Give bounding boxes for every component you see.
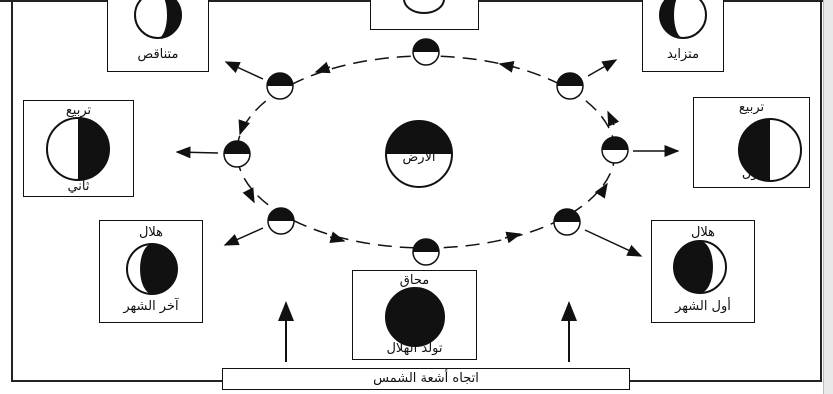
waning-label: متناقص xyxy=(137,47,179,62)
crescent-start-top-label: هلال xyxy=(690,225,716,240)
orbit-moon xyxy=(556,72,584,100)
orbit-moon xyxy=(266,72,294,100)
new-moon-top-label: محاق xyxy=(399,273,430,288)
phase-box-waxing-gibbous: متزايد xyxy=(642,0,724,72)
first-quarter-top-label: تربيع xyxy=(738,100,765,115)
phase-arrow xyxy=(175,146,219,159)
orbit-moon xyxy=(412,238,440,266)
orbit-arrow xyxy=(329,231,346,244)
orbit-arrow xyxy=(498,60,515,73)
waning-crescent-icon xyxy=(126,243,178,295)
full-moon-icon xyxy=(403,0,445,14)
crescent-end-bottom-label: آخر الشهر xyxy=(123,299,179,314)
orbit-arrow xyxy=(242,187,255,204)
orbit-moon xyxy=(412,38,440,66)
first-quarter-icon xyxy=(738,118,802,182)
earth xyxy=(385,120,453,188)
frame-bottom-left xyxy=(11,380,222,382)
waxing-label: متزايد xyxy=(666,47,700,62)
phase-arrow xyxy=(224,61,264,80)
waning-gibbous-icon xyxy=(134,0,182,39)
frame-right xyxy=(820,0,822,382)
phase-arrow xyxy=(587,59,618,77)
waxing-gibbous-icon xyxy=(659,0,707,39)
phase-box-waning-gibbous: متناقص xyxy=(107,0,209,72)
frame-bottom-right xyxy=(630,380,822,382)
phase-box-third-quarter: تربيع ثاني xyxy=(23,100,134,197)
phase-box-first-quarter: تربيع أول xyxy=(693,97,810,188)
orbit-moon xyxy=(601,136,629,164)
phase-box-waxing-crescent: هلال أول الشهر xyxy=(651,220,755,323)
phase-arrow xyxy=(584,229,643,257)
new-moon-bottom-label: تولد الهلال xyxy=(386,341,443,356)
phase-box-full-moon xyxy=(370,0,479,30)
frame-left xyxy=(11,0,13,382)
orbit-moon xyxy=(223,140,251,168)
vertical-scrollbar[interactable] xyxy=(823,0,833,394)
waxing-crescent-icon xyxy=(673,240,727,294)
phase-box-new-moon: محاق تولد الهلال xyxy=(352,270,477,360)
third-quarter-top-label: تربيع xyxy=(65,103,92,118)
orbit-arrow xyxy=(594,182,608,199)
phase-box-waning-crescent: هلال آخر الشهر xyxy=(99,220,203,323)
orbit-arrow xyxy=(504,231,522,244)
orbit-moon xyxy=(553,208,581,236)
third-quarter-icon xyxy=(46,117,110,181)
new-moon-icon xyxy=(385,287,445,347)
third-quarter-bottom-label: ثاني xyxy=(67,179,90,194)
orbit-moon xyxy=(267,207,295,235)
crescent-start-bottom-label: أول الشهر xyxy=(675,299,731,314)
first-quarter-bottom-label: أول xyxy=(741,166,762,181)
earth-label: الأرض xyxy=(402,150,436,165)
orbit-arrow xyxy=(314,61,331,74)
orbit-arrow xyxy=(607,110,620,127)
orbit-arrow xyxy=(238,119,250,136)
crescent-end-top-label: هلال xyxy=(138,225,164,240)
phase-arrow xyxy=(223,227,264,246)
sunlight-direction-label: اتجاه أشعة الشمس xyxy=(222,368,630,390)
